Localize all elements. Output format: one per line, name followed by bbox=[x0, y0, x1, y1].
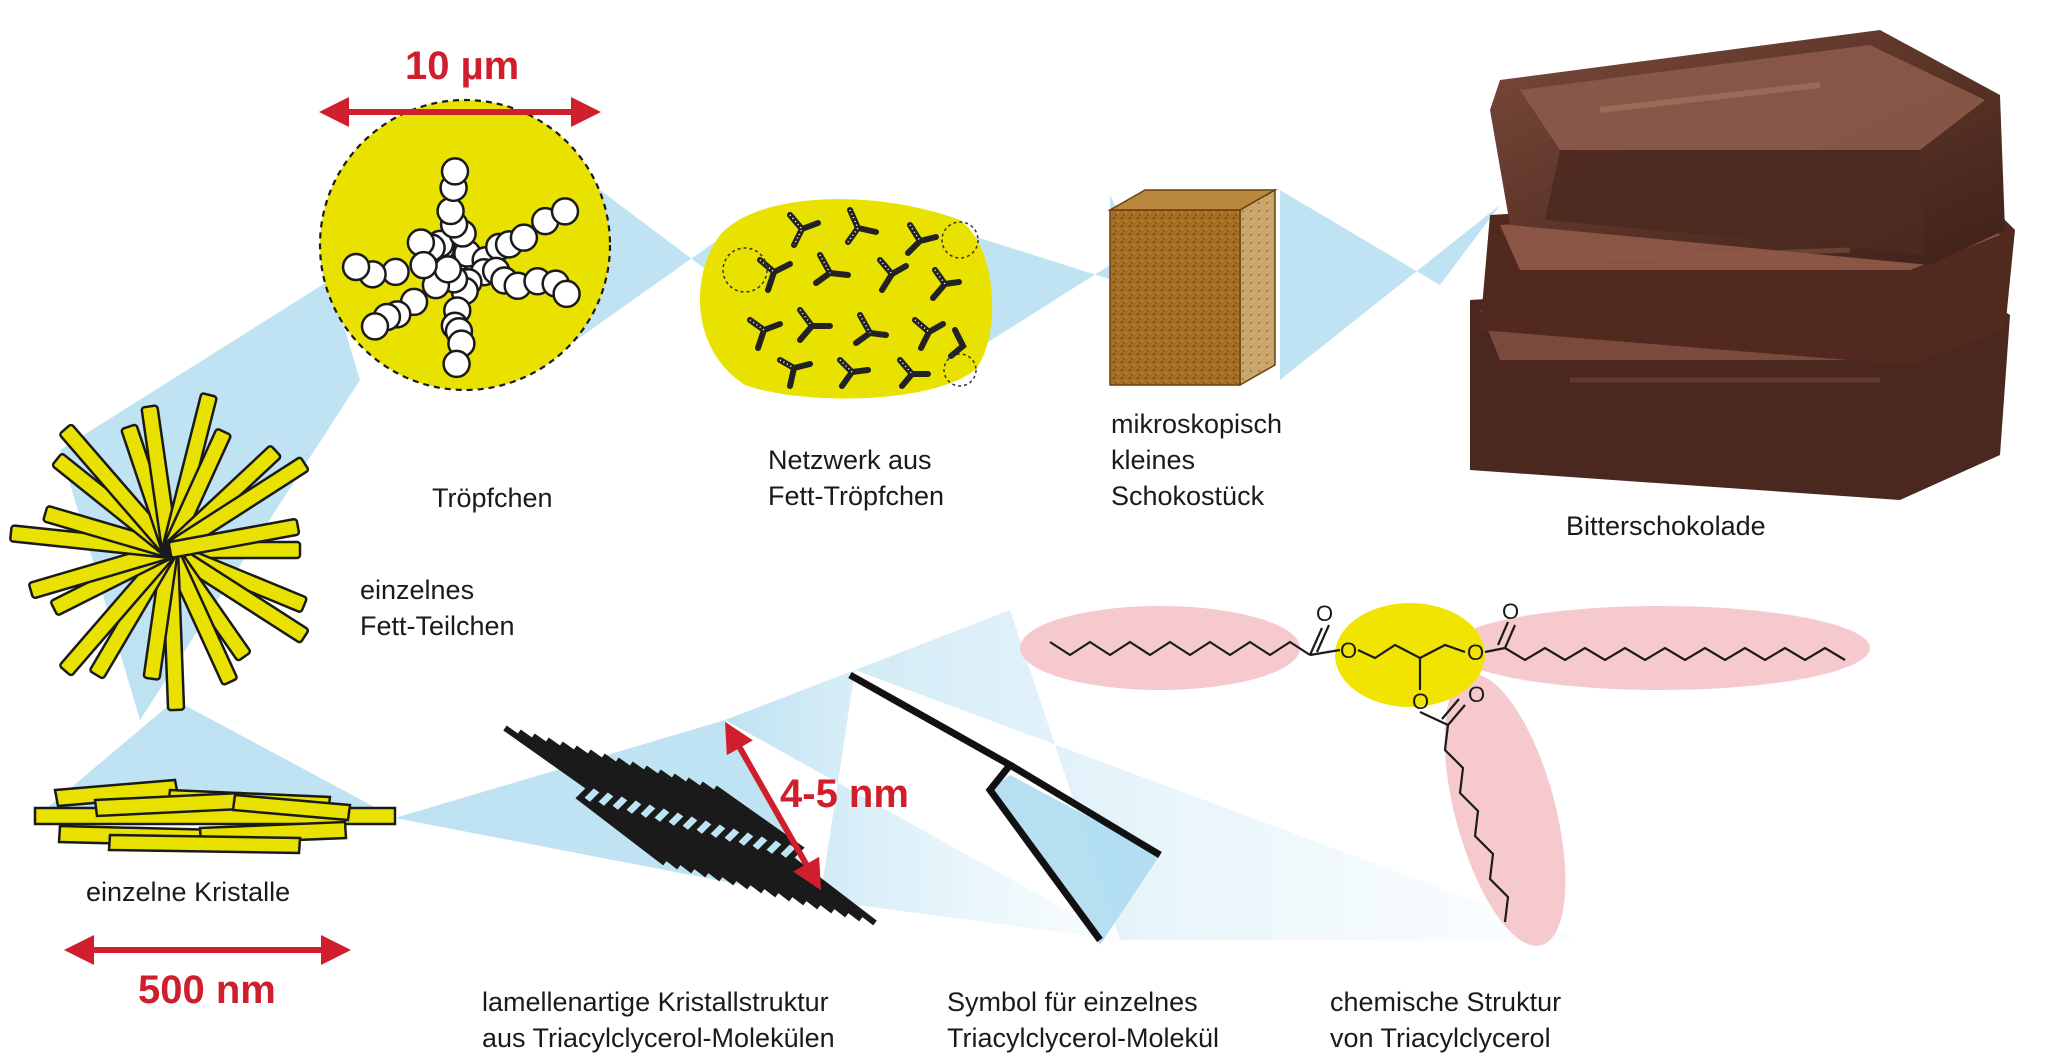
label-symbol: Symbol für einzelnes Triacylclycerol-Mol… bbox=[947, 984, 1219, 1056]
zoom-cone-chocolate-to-piece bbox=[1280, 190, 1500, 380]
droplet-bead bbox=[436, 196, 465, 226]
molecule-symbol bbox=[848, 671, 1162, 945]
fat-particle bbox=[9, 392, 310, 712]
label-droplet-line1: Tröpfchen bbox=[432, 483, 553, 513]
droplet-network bbox=[699, 199, 993, 399]
droplet-bead bbox=[442, 349, 471, 379]
label-structure: chemische Struktur von Triacylclycerol bbox=[1330, 984, 1561, 1056]
label-fat-particle: einzelnes Fett-Teilchen bbox=[360, 572, 515, 644]
label-lamellar-line1: lamellenartige Kristallstruktur bbox=[482, 987, 829, 1017]
chemical-structure: O O O O O O bbox=[1020, 599, 1870, 946]
droplet-bead bbox=[360, 312, 390, 341]
atom-ester-o-right: O bbox=[1467, 640, 1484, 665]
lamella-line bbox=[573, 745, 737, 886]
droplet-bead bbox=[440, 157, 470, 186]
atom-carbonyl-o-left: O bbox=[1316, 601, 1333, 626]
chocolate-cube bbox=[1107, 188, 1278, 387]
label-piece-line3: Schokostück bbox=[1111, 481, 1265, 511]
label-lamellar: lamellenartige Kristallstruktur aus Tria… bbox=[482, 984, 835, 1056]
droplet-bead bbox=[433, 255, 463, 284]
dimension-label-500nm: 500 nm bbox=[138, 968, 276, 1012]
label-chocolate-line1: Bitterschokolade bbox=[1566, 511, 1766, 541]
zoom-cone-lamella-to-symbol bbox=[725, 670, 1120, 940]
dimension-label-4-5nm: 4-5 nm bbox=[780, 772, 909, 816]
label-structure-line1: chemische Struktur bbox=[1330, 987, 1562, 1017]
glycerol-highlight bbox=[1335, 603, 1485, 707]
lamella-line bbox=[587, 749, 751, 890]
label-piece: mikroskopisch kleines Schokostück bbox=[1111, 406, 1282, 514]
zoom-cone-symbol-to-structure bbox=[855, 610, 1580, 940]
atom-ester-o-left: O bbox=[1340, 638, 1357, 663]
label-fat-particle-line2: Fett-Teilchen bbox=[360, 611, 515, 641]
chain-highlight-right bbox=[1450, 606, 1870, 690]
lamella-line bbox=[503, 725, 667, 866]
label-symbol-line2: Triacylclycerol-Molekül bbox=[947, 1023, 1220, 1053]
chocolate-stack bbox=[1470, 30, 2015, 500]
droplet bbox=[318, 98, 612, 392]
label-piece-line2: kleines bbox=[1111, 445, 1196, 475]
lamella-line bbox=[531, 733, 695, 874]
dimension-label-10um: 10 µm bbox=[405, 44, 520, 88]
droplet-bead bbox=[550, 197, 580, 226]
crystal-stack bbox=[33, 778, 397, 855]
label-crystals: einzelne Kristalle bbox=[86, 874, 290, 910]
lamella-line bbox=[545, 737, 709, 878]
lamella-line bbox=[559, 741, 723, 882]
label-network-line1: Netzwerk aus bbox=[768, 445, 932, 475]
atom-carbonyl-o-bottom: O bbox=[1468, 682, 1485, 707]
label-fat-particle-line1: einzelnes bbox=[360, 575, 475, 605]
atom-ester-o-middle: O bbox=[1412, 689, 1429, 714]
label-chocolate: Bitterschokolade bbox=[1566, 508, 1766, 544]
label-symbol-line1: Symbol für einzelnes bbox=[947, 987, 1198, 1017]
dimension-arrows bbox=[64, 97, 821, 965]
chain-highlight-bottom bbox=[1444, 674, 1566, 946]
arrow-4-5nm bbox=[725, 721, 821, 891]
lamella-line bbox=[601, 753, 765, 894]
fat-particle-crystal bbox=[167, 517, 301, 559]
droplet-bead bbox=[552, 279, 581, 309]
label-crystals-line1: einzelne Kristalle bbox=[86, 877, 291, 907]
label-structure-line2: von Triacylclycerol bbox=[1330, 1023, 1551, 1053]
zoom-cones-faded bbox=[725, 610, 1580, 940]
label-piece-line1: mikroskopisch bbox=[1111, 409, 1283, 439]
label-lamellar-line2: aus Triacylclycerol-Molekülen bbox=[482, 1023, 835, 1053]
label-network: Netzwerk aus Fett-Tröpfchen bbox=[768, 442, 944, 514]
label-droplet: Tröpfchen bbox=[432, 480, 553, 516]
droplet-bead bbox=[409, 250, 438, 280]
droplet-bead bbox=[341, 252, 371, 282]
atom-carbonyl-o-right: O bbox=[1502, 599, 1519, 624]
droplet-bead bbox=[509, 223, 539, 252]
label-network-line2: Fett-Tröpfchen bbox=[768, 481, 945, 511]
lamella-line bbox=[517, 729, 681, 870]
